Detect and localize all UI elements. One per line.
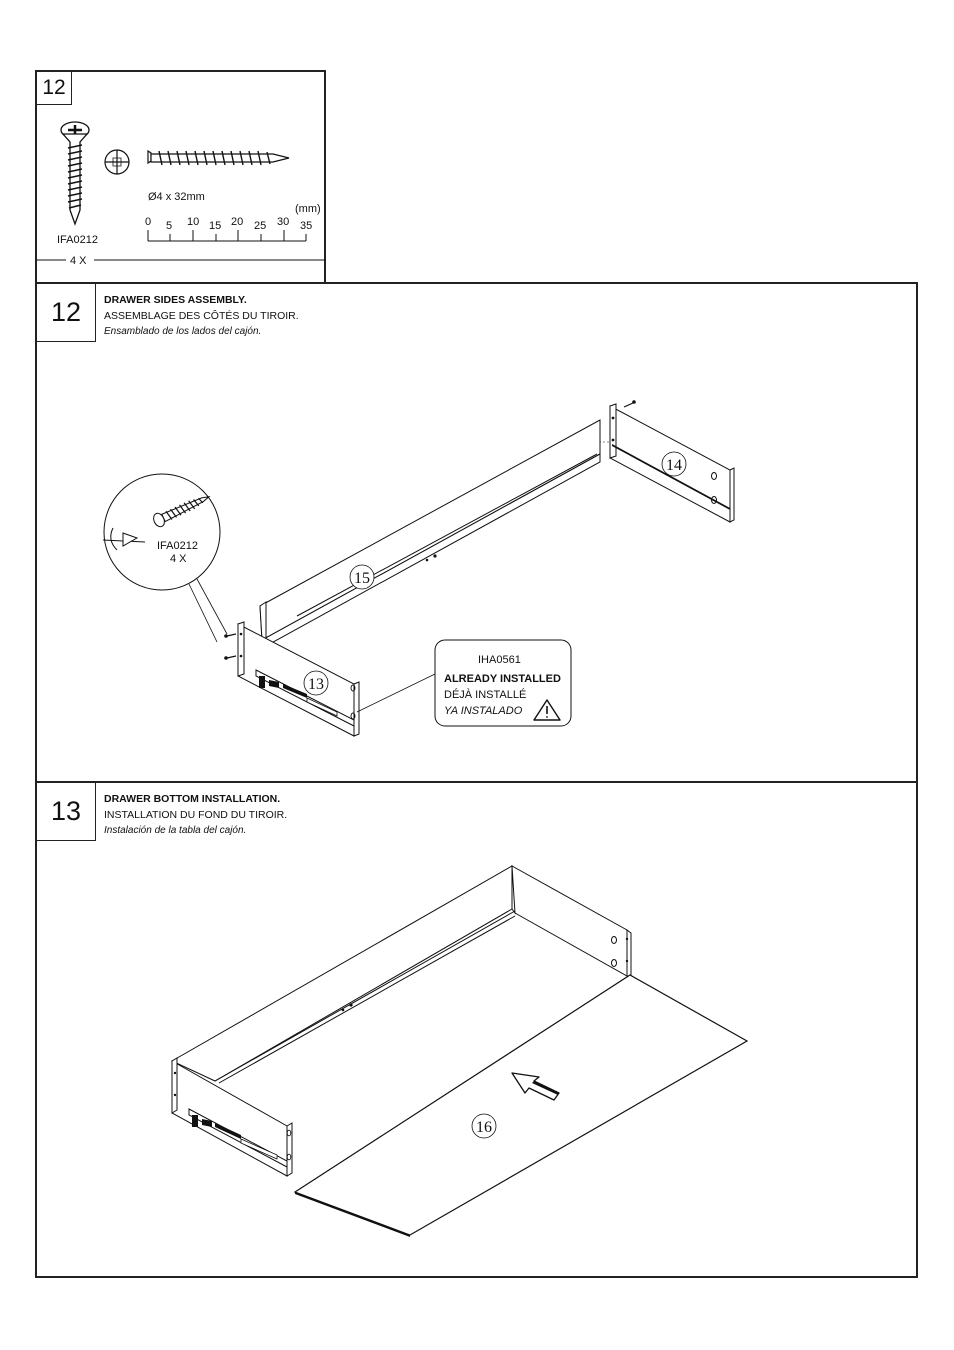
ruler-tick: 20 <box>231 216 243 228</box>
step-titles: DRAWER SIDES ASSEMBLY. ASSEMBLAGE DES CÔ… <box>104 292 299 340</box>
title-english: DRAWER SIDES ASSEMBLY. <box>104 294 247 306</box>
ruler-tick: 0 <box>145 216 151 228</box>
note-leader-line <box>356 673 436 713</box>
step-number: 12 <box>37 284 96 342</box>
note-english: ALREADY INSTALLED <box>444 673 561 685</box>
measuring-ruler: 0 5 10 15 20 25 30 35 <box>145 216 312 242</box>
hardware-panel: 12 IFA0212 <box>35 70 326 284</box>
title-french: INSTALLATION DU FOND DU TIROIR. <box>104 809 288 821</box>
hardware-size-label: Ø4 x 32mm <box>148 191 205 203</box>
part-label-15: 15 <box>349 564 375 590</box>
svg-text:13: 13 <box>308 676 324 693</box>
already-installed-note: IHA0561 ALREADY INSTALLED DÉJÀ INSTALLÉ … <box>434 639 572 727</box>
ruler-tick: 10 <box>187 216 199 228</box>
drawer-bottom-panel <box>293 974 749 1237</box>
note-spanish: YA INSTALADO <box>444 705 523 717</box>
ruler-tick: 25 <box>254 220 266 232</box>
title-spanish: Ensamblado de los lados del cajón. <box>104 326 262 337</box>
drawer-back-panel <box>170 864 516 1084</box>
ruler-tick: 5 <box>166 220 172 232</box>
hardware-step-number: 12 <box>37 72 72 105</box>
svg-text:16: 16 <box>476 1119 492 1136</box>
crosshead-icon <box>104 149 130 175</box>
callout-part-code: IFA0212 <box>157 540 198 552</box>
step-number: 13 <box>37 783 96 841</box>
part-label-16: 16 <box>471 1113 497 1139</box>
svg-text:15: 15 <box>354 570 370 587</box>
warning-icon <box>533 699 561 721</box>
ruler-tick: 15 <box>209 220 221 232</box>
title-french: ASSEMBLAGE DES CÔTÉS DU TIROIR. <box>104 310 299 322</box>
note-french: DÉJÀ INSTALLÉ <box>444 688 526 701</box>
callout-quantity: 4 X <box>170 553 187 565</box>
drawer-right-side <box>511 865 632 978</box>
panel-13 <box>224 621 360 737</box>
ruler-tick: 30 <box>277 216 289 228</box>
hardware-code-label: IFA0212 <box>57 234 98 246</box>
ruler-unit-label: (mm) <box>295 203 321 215</box>
step-13-illustration: 16 <box>170 864 749 1237</box>
hardware-illustration: IFA0212 Ø4 x 32mm (mm) <box>37 121 326 267</box>
step-12-panel: 12 DRAWER SIDES ASSEMBLY. ASSEMBLAGE DES… <box>35 282 918 783</box>
title-english: DRAWER BOTTOM INSTALLATION. <box>104 793 281 805</box>
screw-vertical-icon <box>61 133 89 226</box>
screw-horizontal-icon <box>147 149 290 166</box>
hardware-quantity-label: 4 X <box>70 255 87 267</box>
svg-text:14: 14 <box>666 457 682 474</box>
part-label-14: 14 <box>661 451 687 477</box>
title-spanish: Instalación de la tabla del cajón. <box>104 825 247 836</box>
step-titles: DRAWER BOTTOM INSTALLATION. INSTALLATION… <box>104 791 287 839</box>
part-label-13: 13 <box>303 670 329 696</box>
insert-arrow-icon <box>511 1072 560 1101</box>
drawer-left-side <box>171 1057 293 1177</box>
note-code: IHA0561 <box>478 654 521 666</box>
step-13-panel: 13 DRAWER BOTTOM INSTALLATION. INSTALLAT… <box>35 781 918 1278</box>
ruler-tick: 35 <box>300 220 312 232</box>
screw-detail-callout: IFA0212 4 X <box>102 473 228 643</box>
panel-15 <box>259 419 601 648</box>
step-12-illustration: IFA0212 4 X <box>102 400 735 737</box>
